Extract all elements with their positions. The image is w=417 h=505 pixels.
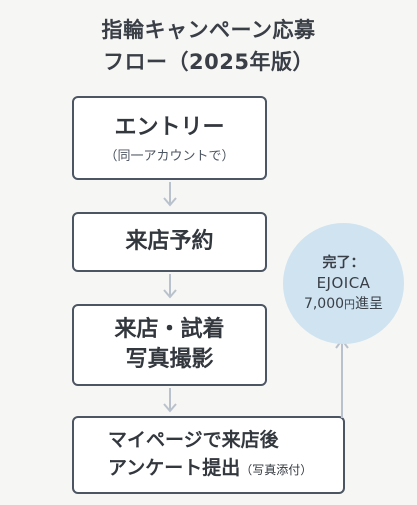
step-entry: エントリー （同一アカウントで） xyxy=(72,96,267,180)
step-reserve: 来店予約 xyxy=(72,212,267,272)
reward-suffix: 進呈 xyxy=(355,295,384,312)
step-survey: マイページで来店後 アンケート提出（写真添付） xyxy=(72,416,345,494)
reward-line2: EJOICA xyxy=(316,273,371,292)
reward-line1: 完了： xyxy=(322,254,365,271)
step-shoot: 来店・試着 写真撮影 xyxy=(72,304,267,386)
step-entry-note: （同一アカウントで） xyxy=(104,148,235,164)
arrow-up-to-reward xyxy=(335,338,349,418)
step-survey-note: （写真添付） xyxy=(240,463,313,477)
step-shoot-line1: 来店・試着 xyxy=(114,317,225,342)
diagram-title-line2: フロー（2025年版） xyxy=(103,50,314,74)
reward-circle: 完了： EJOICA 7,000円進呈 xyxy=(283,223,404,344)
step-survey-line2-wrap: アンケート提出（写真添付） xyxy=(108,454,312,484)
reward-unit: 円 xyxy=(344,297,356,311)
step-survey-line1: マイページで来店後 xyxy=(108,429,279,451)
step-reserve-label: 来店予約 xyxy=(125,229,214,254)
step-survey-line2: アンケート提出 xyxy=(108,457,241,479)
step-shoot-line2: 写真撮影 xyxy=(125,347,214,372)
arrow-down-3 xyxy=(163,388,177,413)
arrow-down-1 xyxy=(163,182,177,207)
arrow-down-2 xyxy=(163,274,177,299)
diagram-title-line1: 指輪キャンペーン応募 xyxy=(101,18,316,42)
reward-amount: 7,000 xyxy=(303,295,345,312)
reward-line3: 7,000円進呈 xyxy=(304,294,383,315)
step-entry-label: エントリー xyxy=(114,114,225,140)
